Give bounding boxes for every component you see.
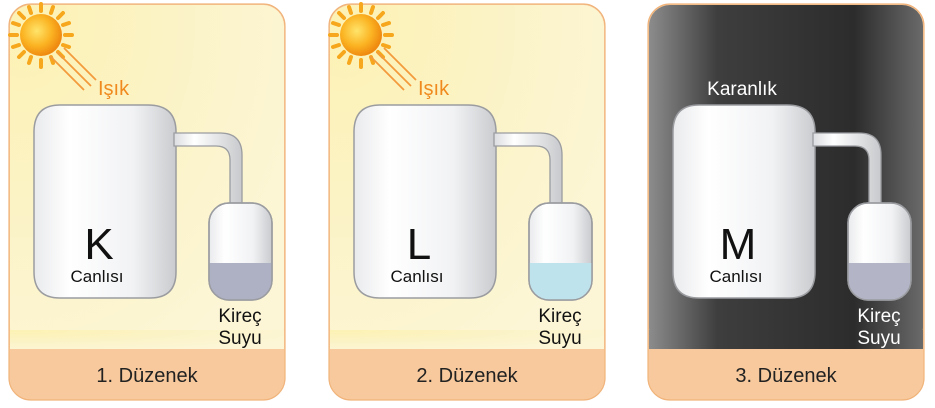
- panel-1: Işık K Canlısı Kireç Suyu 1. Düzenek: [8, 2, 286, 401]
- organism-word-1: Canlısı: [71, 267, 124, 286]
- condition-label-3: Karanlık: [707, 79, 777, 100]
- organism-letter-1: K: [84, 220, 113, 269]
- bell-jar-1: [33, 104, 177, 299]
- organism-word-3: Canlısı: [710, 267, 763, 286]
- limewater-label-line2-2: Suyu: [538, 328, 581, 349]
- limewater-label-line1-2: Kireç: [538, 306, 581, 327]
- limewater-3: [848, 263, 911, 300]
- bell-jar-3: [672, 104, 816, 299]
- limewater-label-line1-1: Kireç: [218, 306, 261, 327]
- panel-2: Işık L Canlısı Kireç Suyu 2. Düzenek: [328, 2, 606, 401]
- organism-letter-2: L: [407, 220, 431, 269]
- light-rays: [369, 47, 417, 91]
- limewater-1: [209, 263, 272, 300]
- limewater-2: [529, 263, 592, 300]
- organism-letter-3: M: [720, 220, 757, 269]
- condition-label-1: Işık: [98, 78, 130, 100]
- limewater-label-line2-3: Suyu: [857, 328, 900, 349]
- panel-caption-2: 2. Düzenek: [416, 365, 518, 387]
- light-rays: [49, 47, 97, 91]
- limewater-label-line1-3: Kireç: [857, 306, 900, 327]
- bell-jar-2: [353, 104, 497, 299]
- sun-icon: [8, 2, 74, 69]
- limewater-label-line2-1: Suyu: [218, 328, 261, 349]
- panel-caption-3: 3. Düzenek: [735, 365, 837, 387]
- condition-label-2: Işık: [418, 78, 450, 100]
- panel-caption-1: 1. Düzenek: [96, 365, 198, 387]
- panel-3: Karanlık M Canlısı Kireç Suyu 3. Düzenek: [647, 3, 925, 401]
- organism-word-2: Canlısı: [391, 267, 444, 286]
